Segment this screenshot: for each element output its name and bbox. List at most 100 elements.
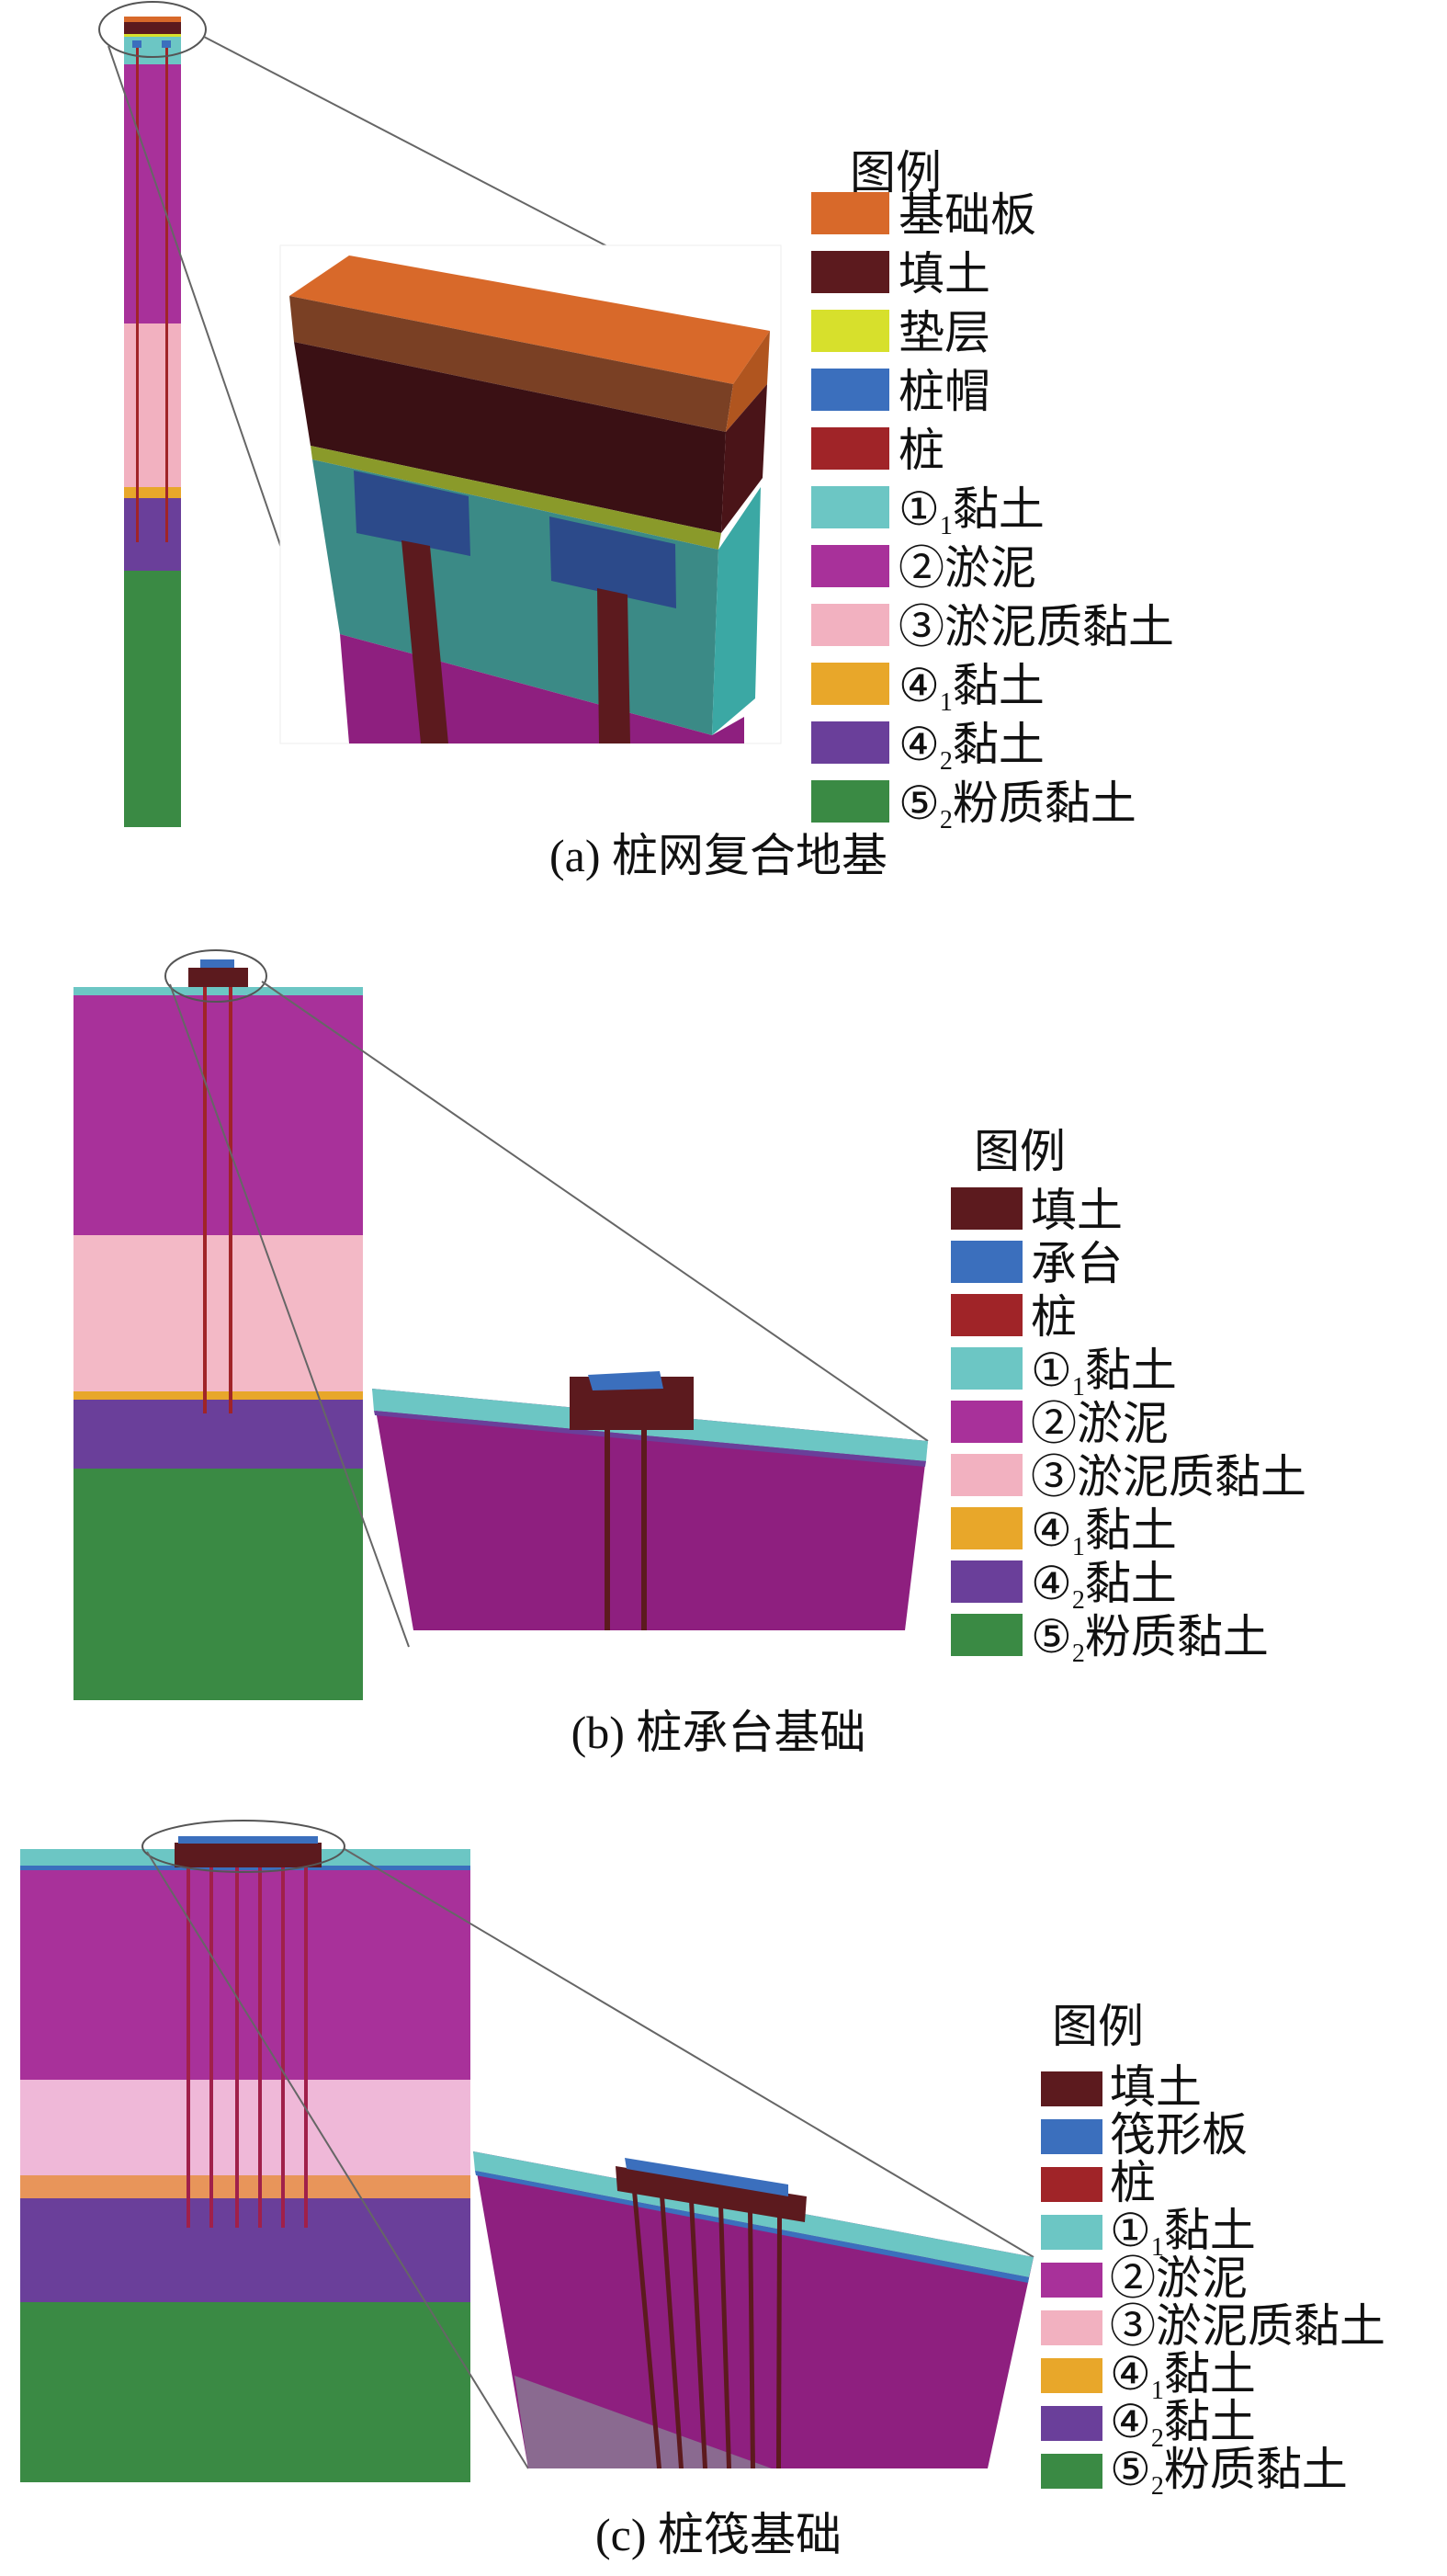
legend-label-subscript: 2 <box>1072 1640 1085 1668</box>
legend-item: 桩 <box>1041 2157 1156 2208</box>
legend-swatch <box>811 545 889 587</box>
layer-silty-clay-5-2 <box>20 2302 470 2482</box>
pile <box>401 540 448 743</box>
legend-label-subscript: 1 <box>940 688 953 717</box>
legend-label-number: ④ <box>1031 1558 1072 1609</box>
legend-swatch <box>1041 2310 1102 2345</box>
legend-label: 桩 <box>1110 2157 1156 2208</box>
legend-label-number: ③ <box>899 601 944 653</box>
soil-column-c <box>20 1836 470 2482</box>
legend-label: ①1黏土 <box>1110 2205 1256 2262</box>
legend-item: ④1黏土 <box>811 660 1045 717</box>
piles <box>632 2191 782 2468</box>
legend-label-text: 桩 <box>1031 1291 1077 1343</box>
legend-label-text: 桩帽 <box>899 366 990 417</box>
legend-label: 筏形板 <box>1110 2109 1248 2161</box>
legend-swatch <box>811 663 889 705</box>
legend-label-number: ③ <box>1031 1451 1077 1503</box>
cushion-front <box>311 446 721 550</box>
caption-a: (a) 桩网复合地基 <box>549 830 887 881</box>
legend-label: ④2黏土 <box>1110 2396 1256 2453</box>
legend-swatch <box>1041 2167 1102 2202</box>
pile-cap <box>200 959 234 968</box>
legend-label-subscript: 2 <box>1151 2424 1164 2453</box>
legend-item: 填土 <box>1041 2061 1202 2113</box>
thin-layer <box>20 1866 470 1870</box>
legend-label-text: 淤泥 <box>1077 1398 1169 1449</box>
legend-swatch <box>951 1294 1023 1336</box>
legend-label-number: ① <box>1031 1345 1072 1396</box>
legend-label-number: ⑤ <box>899 777 940 829</box>
pile <box>776 2215 782 2468</box>
legend-label: ①1黏土 <box>1031 1345 1177 1401</box>
legend-label-subscript: 2 <box>1072 1586 1085 1615</box>
silty-clay-region <box>514 2376 772 2468</box>
layer-clay-4-1 <box>73 1391 363 1400</box>
legend-label: ⑤2粉质黏土 <box>899 777 1136 834</box>
legend-swatch <box>1041 2358 1102 2393</box>
legend-label: 填土 <box>1110 2061 1202 2113</box>
legend-swatch <box>811 369 889 411</box>
layer-clay-1-1 <box>73 987 363 995</box>
raft-slab <box>625 2158 788 2196</box>
pile <box>597 588 630 743</box>
pile-cap <box>132 40 141 48</box>
legend-label-subscript: 1 <box>1072 1373 1085 1401</box>
legend-item: ①1黏土 <box>811 483 1045 540</box>
pile <box>304 1867 308 2228</box>
legend-label: ④1黏土 <box>1031 1504 1177 1561</box>
legend-label: 桩 <box>1031 1291 1077 1343</box>
legend-swatch <box>1041 2263 1102 2298</box>
legend-item: ①1黏土 <box>1041 2205 1256 2262</box>
legend-label-text: 粉质黏土 <box>1085 1611 1269 1662</box>
clay-top-layer <box>473 2151 1034 2277</box>
legend-swatch <box>811 192 889 234</box>
legend-label: 填土 <box>899 248 990 300</box>
legend-label-number: ② <box>899 542 944 594</box>
pile <box>258 1867 262 2228</box>
pile-cap <box>588 1371 663 1390</box>
legend-label-text: 黏土 <box>1085 1558 1177 1609</box>
layer-silty-clay-3 <box>20 2080 470 2175</box>
legend-label: 填土 <box>1031 1185 1123 1236</box>
layer-silty-clay-5-2 <box>124 571 181 827</box>
pile-cap-fill <box>188 968 248 987</box>
inset-b <box>372 1371 928 1630</box>
legend-label: ⑤2粉质黏土 <box>1031 1611 1269 1668</box>
legend-item: ②淤泥 <box>951 1398 1169 1449</box>
caption-b: (b) 桩承台基础 <box>571 1707 866 1758</box>
legend-label: ②淤泥 <box>1110 2253 1248 2304</box>
raft-fill <box>616 2166 807 2222</box>
legend-label: ②淤泥 <box>899 542 1036 594</box>
legend-swatch <box>811 486 889 528</box>
legend-swatch <box>811 427 889 470</box>
legend-label: ④2黏土 <box>899 719 1045 776</box>
soil-column-a <box>124 17 181 827</box>
legend-item: ④1黏土 <box>951 1504 1177 1561</box>
legend-label-text: 淤泥质黏土 <box>944 601 1174 653</box>
layer-silty-clay-3 <box>73 1235 363 1391</box>
layer-silt-2 <box>124 64 181 323</box>
legend-swatch <box>1041 2215 1102 2250</box>
legend-label-text: 基础板 <box>899 189 1036 241</box>
legend-label: ④1黏土 <box>899 660 1045 717</box>
fill-front <box>294 342 726 533</box>
legend-label-text: 填土 <box>899 248 990 300</box>
legend-swatch <box>951 1187 1023 1230</box>
pile <box>235 1867 239 2228</box>
pile <box>641 1430 647 1630</box>
legend-label-text: 淤泥质黏土 <box>1077 1451 1306 1503</box>
pile-cap <box>162 40 171 48</box>
legend-label-number: ② <box>1110 2253 1156 2304</box>
legend-item: ③淤泥质黏土 <box>951 1451 1306 1503</box>
zoom-ellipse <box>141 1820 345 1873</box>
legend-label-subscript: 2 <box>940 806 953 834</box>
layer-silty-clay-3 <box>124 323 181 487</box>
legend-swatch <box>951 1560 1023 1603</box>
legend-label-number: ⑤ <box>1110 2444 1151 2495</box>
pile <box>136 48 139 542</box>
legend-label-text: 淤泥质黏土 <box>1156 2300 1385 2352</box>
